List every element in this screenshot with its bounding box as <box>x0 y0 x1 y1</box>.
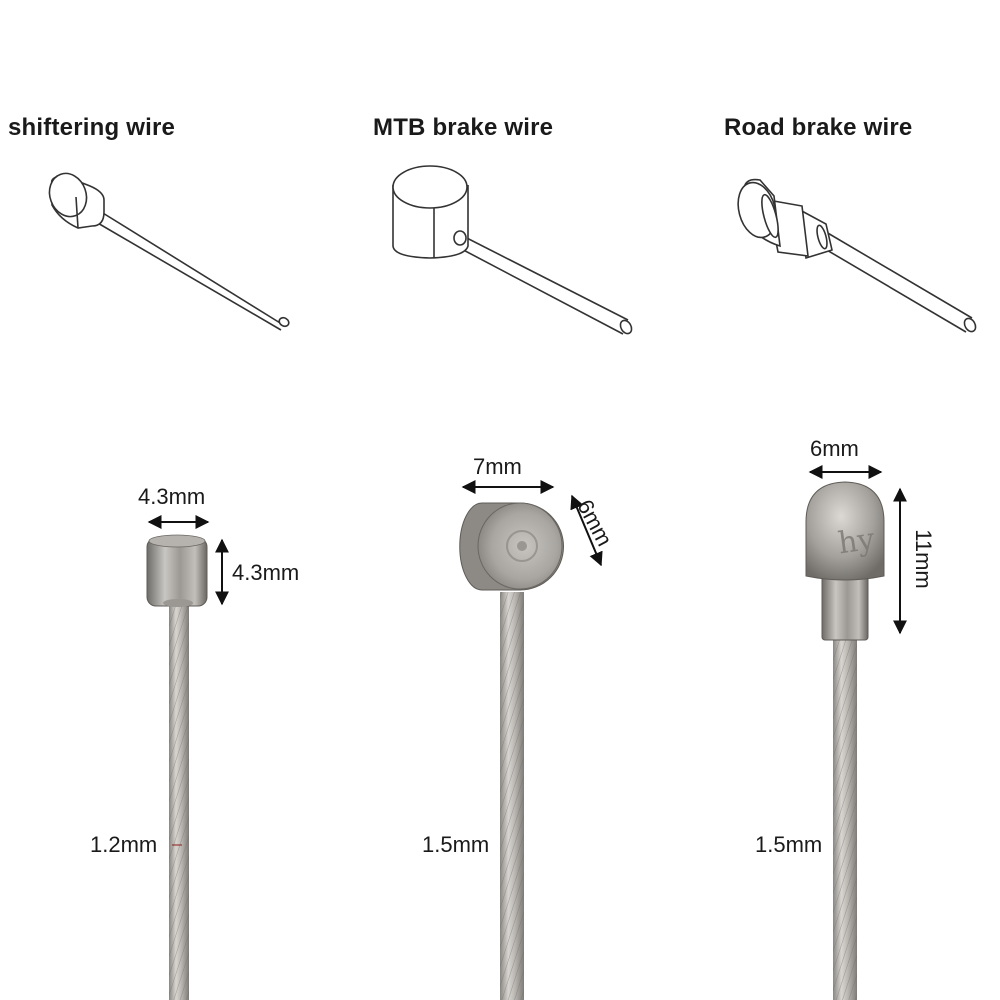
shifter-line-drawing <box>48 172 290 331</box>
road-head-height-label: 11mm <box>910 529 936 589</box>
mtb-photo <box>459 502 564 1000</box>
title-shifter-wire: shiftering wire <box>8 114 176 141</box>
mtb-wire-diameter-label: 1.5mm <box>422 832 490 857</box>
road-photo: hy <box>805 481 885 1000</box>
shifter-head-height-label: 4.3mm <box>232 560 300 585</box>
mtb-head-width-label: 7mm <box>473 454 522 479</box>
svg-text:hy: hy <box>836 522 877 562</box>
mtb-line-drawing <box>392 165 633 335</box>
dimension-arrows <box>147 465 907 846</box>
road-wire-diameter-label: 1.5mm <box>755 832 823 857</box>
shifter-photo <box>146 534 208 1000</box>
title-road-brake-wire: Road brake wire <box>724 114 913 141</box>
shifter-head-width-label: 4.3mm <box>138 484 206 509</box>
title-mtb-brake-wire: MTB brake wire <box>373 114 554 141</box>
road-head-width-label: 6mm <box>810 436 859 461</box>
shifter-wire-diameter-label: 1.2mm <box>90 832 158 857</box>
road-line-drawing <box>737 178 977 333</box>
